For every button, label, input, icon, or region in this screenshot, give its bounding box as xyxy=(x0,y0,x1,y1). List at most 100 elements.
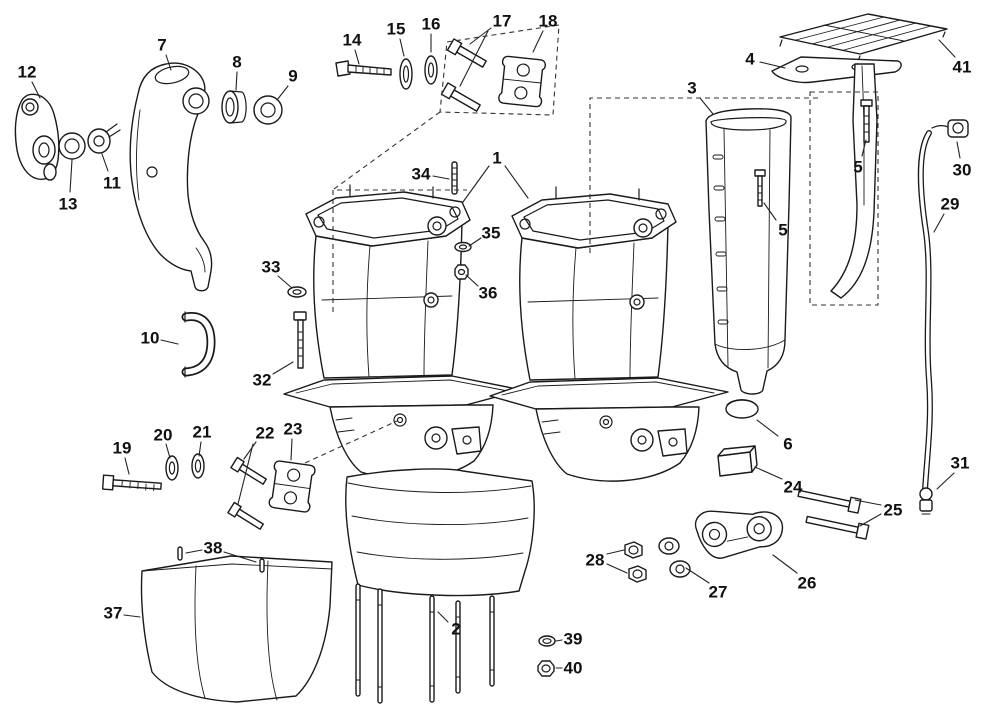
callout-31: 31 xyxy=(951,454,970,473)
leader-line-8 xyxy=(235,71,238,91)
part-31-fitting xyxy=(919,487,933,515)
part-39-washer xyxy=(538,635,556,647)
leader-line-32 xyxy=(272,361,294,375)
callout-2: 2 xyxy=(451,620,460,639)
part-2-studs xyxy=(355,583,495,704)
part-22-screws xyxy=(227,456,267,530)
callout-20: 20 xyxy=(154,426,173,445)
leader-line-20 xyxy=(165,443,171,459)
part-lower-extension-panel xyxy=(345,468,535,597)
part-12-adapter-flange xyxy=(14,93,60,181)
callout-15: 15 xyxy=(387,20,406,39)
leader-line-23 xyxy=(290,438,293,461)
part-35-washer xyxy=(454,241,472,253)
callout-9: 9 xyxy=(288,67,297,86)
callout-27: 27 xyxy=(709,583,728,602)
part-20-washer xyxy=(165,455,179,481)
part-33-washer xyxy=(287,286,307,298)
leader-line-27 xyxy=(685,567,710,584)
callout-3: 3 xyxy=(687,79,696,98)
leader-line-38 xyxy=(223,551,257,563)
leader-line-17 xyxy=(469,27,492,45)
part-19-bolt xyxy=(101,474,162,492)
leader-line-2 xyxy=(437,611,449,623)
callout-33: 33 xyxy=(262,258,281,277)
leader-line-4 xyxy=(759,61,786,69)
leader-line-18 xyxy=(532,30,544,53)
callout-38: 38 xyxy=(204,539,223,558)
part-32-bolt xyxy=(293,311,307,369)
leader-line-25 xyxy=(854,499,882,506)
leader-line-13 xyxy=(69,159,73,193)
leader-line-31 xyxy=(936,472,955,490)
leader-line-35 xyxy=(468,237,482,247)
leader-line-14 xyxy=(354,49,360,65)
callout-22: 22 xyxy=(256,424,275,443)
part-37-lower-cover xyxy=(140,555,333,703)
part-8-grommet xyxy=(221,90,247,124)
callout-13: 13 xyxy=(59,195,78,214)
callout-10: 10 xyxy=(141,329,160,348)
leader-line-10 xyxy=(160,339,179,345)
parts-artwork xyxy=(14,13,969,704)
callout-21: 21 xyxy=(193,423,212,442)
part-6-cap xyxy=(725,399,759,419)
part-34-stud xyxy=(451,161,458,195)
leader-line-25 xyxy=(859,513,882,527)
callout-41: 41 xyxy=(953,58,972,77)
leader-line-6 xyxy=(756,419,779,437)
callout-18: 18 xyxy=(539,12,558,31)
callout-16: 16 xyxy=(422,15,441,34)
callout-30: 30 xyxy=(953,161,972,180)
callout-25: 25 xyxy=(884,501,903,520)
leader-line-30 xyxy=(956,141,961,159)
callout-26: 26 xyxy=(798,574,817,593)
callout-35: 35 xyxy=(482,224,501,243)
part-13-seal xyxy=(58,132,86,160)
part-21-washer xyxy=(191,453,205,479)
part-41-grid-plate xyxy=(779,13,948,62)
part-28-nuts xyxy=(624,541,647,583)
callout-7: 7 xyxy=(157,36,166,55)
part-18-clamp xyxy=(498,55,546,108)
leader-line-34 xyxy=(432,175,450,180)
callout-32: 32 xyxy=(253,371,272,390)
part-4-plate xyxy=(771,56,902,84)
part-29-water-tube xyxy=(917,130,933,493)
part-16-washer xyxy=(424,55,438,85)
leader-line-21 xyxy=(198,441,202,457)
part-36-nut xyxy=(454,264,469,280)
callout-8: 8 xyxy=(232,53,241,72)
callout-37: 37 xyxy=(104,604,123,623)
dashed-detail-boxes xyxy=(304,24,879,464)
leader-line-33 xyxy=(277,275,293,289)
leader-line-22 xyxy=(243,441,257,460)
callout-24: 24 xyxy=(784,478,803,497)
part-15-washer xyxy=(399,58,413,90)
part-38-pins xyxy=(177,546,265,573)
leader-line-7 xyxy=(165,54,172,71)
leader-line-17 xyxy=(459,30,489,87)
callout-12: 12 xyxy=(18,63,37,82)
part-27-washers xyxy=(658,537,691,578)
leader-line-12 xyxy=(31,81,41,99)
part-shift-arm xyxy=(830,63,878,299)
part-17-screws xyxy=(440,38,487,112)
part-40-nut xyxy=(537,660,555,677)
leader-line-28 xyxy=(606,549,625,555)
leader-line-1 xyxy=(462,165,490,203)
callout-29: 29 xyxy=(941,195,960,214)
leader-line-28 xyxy=(606,563,628,574)
part-3-exhaust-housing xyxy=(705,108,792,395)
leader-line-9 xyxy=(276,85,289,101)
callout-17: 17 xyxy=(493,12,512,31)
part-25-bolts xyxy=(797,489,870,540)
leader-line-41 xyxy=(938,39,956,58)
leader-line-19 xyxy=(124,457,130,475)
part-5-bolt-left xyxy=(754,169,766,207)
leader-line-39 xyxy=(555,639,563,642)
leader-line-5 xyxy=(861,139,867,157)
